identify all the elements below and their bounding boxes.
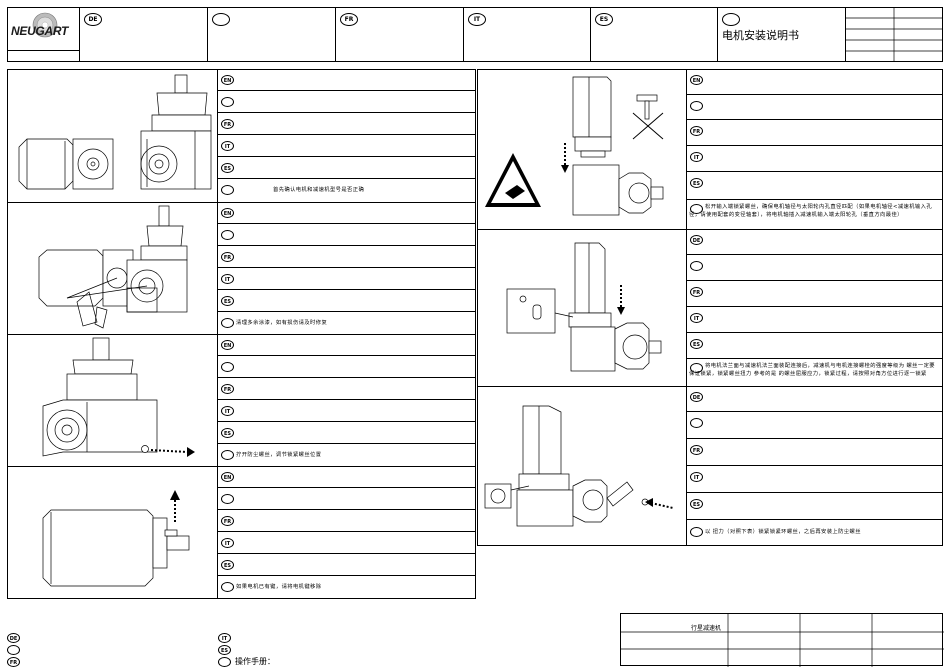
lang-badge: FR	[221, 516, 234, 526]
left-step-divider-1	[7, 202, 476, 203]
header-col-de: DE	[80, 7, 208, 62]
lang-badge: EN	[221, 75, 234, 85]
lang-badge: FR	[340, 13, 358, 26]
step-instruction-zh: 以 扭力（对照下表）锁紧锁紧环螺丝，之后再安装上防尘螺丝	[705, 529, 861, 535]
right-step-divider-2	[477, 386, 943, 387]
lang-badge: IT	[690, 472, 703, 482]
lang-badge	[221, 450, 234, 460]
lang-badge	[221, 494, 234, 504]
lang-badge: EN	[221, 208, 234, 218]
lang-badge: EN	[690, 75, 703, 85]
document-title: 电机安装说明书	[722, 29, 799, 42]
lang-badge: IT	[221, 274, 234, 284]
lang-badge	[221, 318, 234, 328]
lang-badge: IT	[221, 406, 234, 416]
lang-badge: FR	[690, 445, 703, 455]
illustration-cleaning	[38, 205, 188, 329]
lang-badge	[221, 362, 234, 372]
header-col-it: IT	[464, 7, 591, 62]
lang-badge	[690, 204, 703, 214]
lang-badge: FR	[7, 657, 20, 667]
header-col-zh: 电机安装说明书	[718, 7, 846, 62]
lang-badge: FR	[690, 126, 703, 136]
lang-badge: IT	[468, 13, 486, 26]
lang-badge: EN	[221, 340, 234, 350]
lang-badge: ES	[690, 499, 703, 509]
manual-label: 操作手册：	[235, 657, 275, 666]
step-instruction-zh: 拧开防尘螺丝，调节锁紧螺丝位置	[236, 452, 322, 458]
logo-sub-cell	[7, 51, 80, 62]
lang-badge	[690, 418, 703, 428]
footer-product-table: 行星减速机	[620, 613, 944, 667]
left-step-divider-3	[7, 466, 476, 467]
illustration-motor-gearbox-check	[18, 74, 212, 190]
lang-badge	[221, 185, 234, 195]
right-step-divider-1	[477, 229, 943, 230]
step-instruction-zh: 松开输入端锁紧螺丝，确保电机轴径与太阳轮内孔直径匹配（如果电机轴径<减速机输入孔…	[689, 204, 933, 218]
lang-badge: IT	[218, 633, 231, 643]
lang-badge	[690, 261, 703, 271]
lang-badge: ES	[221, 163, 234, 173]
lang-badge	[690, 363, 703, 373]
lang-badge	[7, 645, 20, 655]
header-col-es: ES	[591, 7, 718, 62]
lang-badge: IT	[690, 313, 703, 323]
lang-badge	[221, 230, 234, 240]
illustration-remove-key	[42, 490, 190, 587]
step-instruction-zh: 将电机法兰面与减速机法兰面装配连接后，减速机与电机连接螺栓的强度等级为 螺丝一定…	[689, 363, 935, 377]
lang-badge: ES	[221, 296, 234, 306]
lang-badge: FR	[221, 119, 234, 129]
lang-badge: ES	[221, 428, 234, 438]
gear-logo-icon	[32, 12, 58, 38]
lang-badge: DE	[690, 235, 703, 245]
lang-badge: EN	[221, 472, 234, 482]
right-divider	[686, 69, 687, 546]
lang-badge: ES	[221, 560, 234, 570]
lang-badge	[221, 97, 234, 107]
lang-badge	[212, 13, 230, 26]
lang-badge	[690, 527, 703, 537]
lang-badge: IT	[690, 152, 703, 162]
header-frame	[7, 7, 943, 62]
logo-area: NEUGART	[7, 7, 80, 51]
lang-badge: DE	[7, 633, 20, 643]
lang-badge: ES	[690, 178, 703, 188]
lang-badge	[218, 657, 231, 667]
lang-badge: FR	[690, 287, 703, 297]
header-col-fr: FR	[336, 7, 464, 62]
step-instruction-zh: 首先确认电机和减速机型号是否正确	[273, 187, 365, 193]
lang-badge: ES	[595, 13, 613, 26]
lang-badge	[221, 582, 234, 592]
lang-badge: DE	[84, 13, 102, 26]
lang-badge: FR	[221, 252, 234, 262]
illustration-bolt-motor-flange	[506, 242, 662, 372]
step-instruction-zh: 清理多余涂漆，如有损伤请及时修复	[236, 320, 328, 326]
lang-badge	[722, 13, 740, 26]
header-mini-table	[846, 7, 943, 62]
header-col-2	[208, 7, 336, 62]
lang-badge: IT	[221, 538, 234, 548]
step-instruction-zh: 如果电机已有键，请将电机键移除	[236, 584, 322, 590]
lang-badge: DE	[690, 392, 703, 402]
lang-badge: ES	[218, 645, 231, 655]
logo-text: NEUGART	[11, 24, 69, 38]
lang-badge: FR	[221, 384, 234, 394]
illustration-lock-ring-screw	[484, 405, 674, 527]
illustration-insert-motor-shaft	[485, 76, 664, 216]
illustration-dust-screw	[42, 337, 195, 457]
left-step-divider-2	[7, 334, 476, 335]
lang-badge: ES	[690, 339, 703, 349]
lang-badge	[690, 101, 703, 111]
product-type-label: 行星减速机	[691, 625, 722, 632]
lang-badge: IT	[221, 141, 234, 151]
right-panel	[477, 69, 943, 546]
